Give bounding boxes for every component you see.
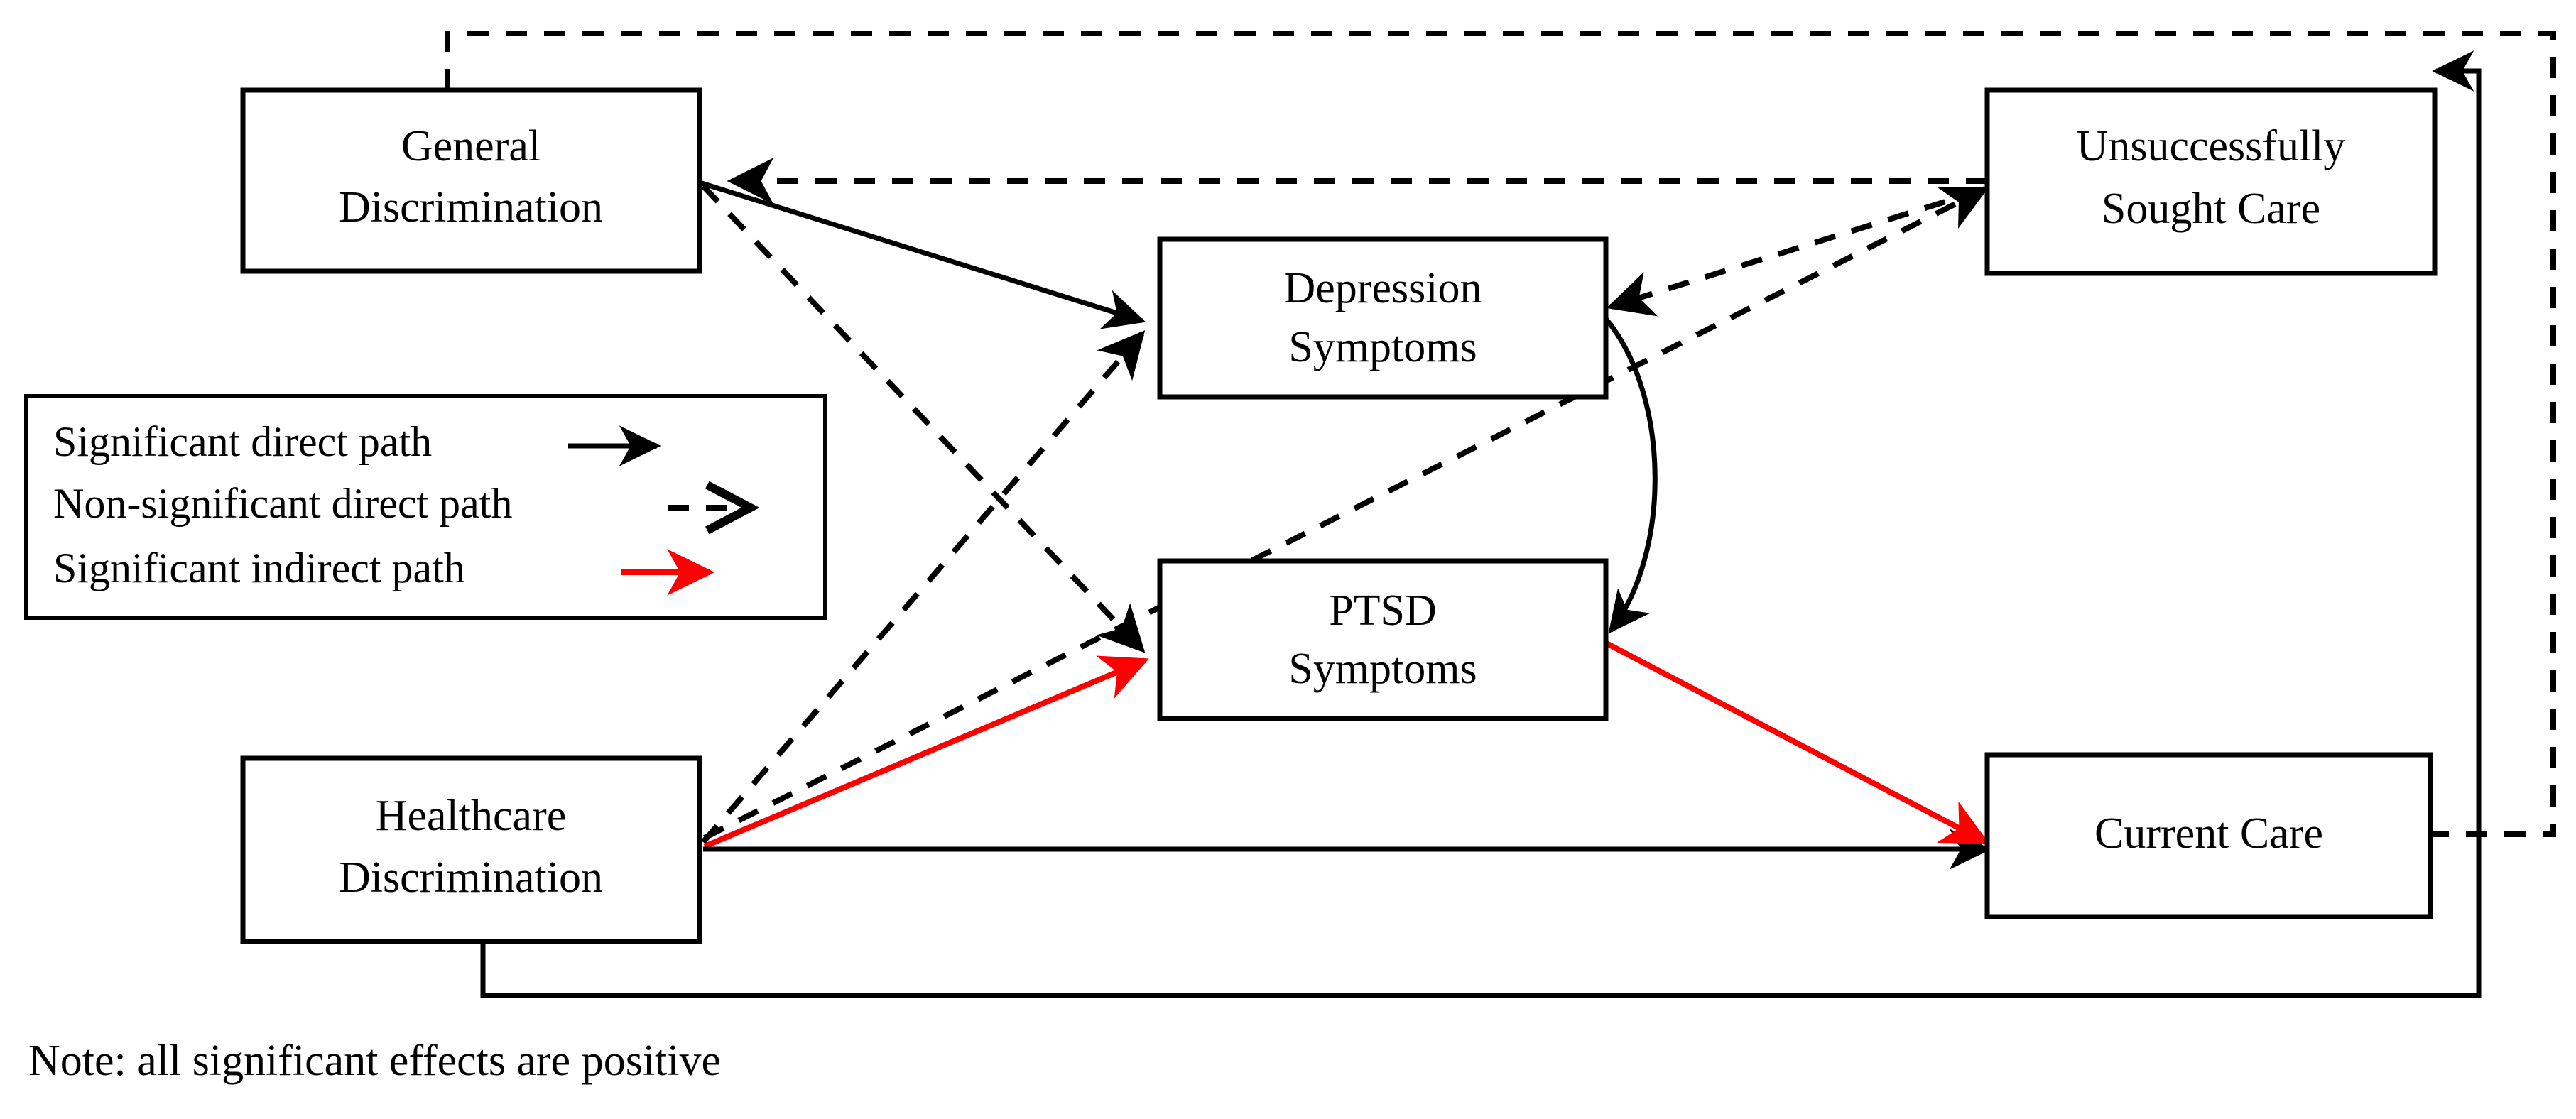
edge-general-discrimination-to-ptsd-symptoms bbox=[701, 184, 1146, 653]
legend-label-significant-direct-path: Significant direct path bbox=[53, 418, 432, 465]
node-current-care[interactable]: Current Care bbox=[1984, 752, 2433, 919]
legend: Significant direct path Non-significant … bbox=[24, 394, 827, 620]
node-label-healthcare-discrimination-line2: Discrimination bbox=[339, 853, 603, 902]
node-ptsd-symptoms[interactable]: PTSD Symptoms bbox=[1157, 558, 1609, 721]
node-box-depression-symptoms bbox=[1157, 236, 1609, 400]
node-label-unsuccessfully-sought-care-line2: Sought Care bbox=[2102, 185, 2320, 233]
node-box-current-care bbox=[1984, 752, 2433, 919]
node-healthcare-discrimination[interactable]: Healthcare Discrimination bbox=[240, 755, 702, 944]
edge-general-discrimination-to-depression-symptoms bbox=[700, 180, 1146, 329]
node-label-general-discrimination-line1: General bbox=[401, 122, 540, 170]
node-label-ptsd-symptoms-line1: PTSD bbox=[1329, 586, 1437, 635]
edge-general-discrimination-to-unsuccessfully-sought-care bbox=[445, 31, 2556, 858]
node-box-ptsd-symptoms bbox=[1157, 558, 1609, 721]
node-unsuccessfully-sought-care[interactable]: Unsuccessfully Sought Care bbox=[1984, 87, 2438, 276]
legend-label-non-significant-direct-path: Non-significant direct path bbox=[53, 480, 512, 527]
legend-item-non-significant-direct-path: Non-significant direct path bbox=[53, 480, 749, 527]
node-box-unsuccessfully-sought-care bbox=[1984, 87, 2438, 276]
node-general-discrimination[interactable]: General Discrimination bbox=[240, 87, 702, 274]
edge-depression-ptsd-bidirectional bbox=[1567, 277, 1658, 634]
figure-note: Note: all significant effects are positi… bbox=[28, 1037, 721, 1085]
edge-ptsd-symptoms-to-current-care bbox=[1604, 640, 1990, 845]
node-label-current-care-line1: Current Care bbox=[2094, 809, 2323, 858]
legend-label-significant-indirect-path: Significant indirect path bbox=[53, 545, 465, 591]
node-box-general-discrimination bbox=[240, 87, 702, 274]
node-label-general-discrimination-line2: Discrimination bbox=[339, 183, 603, 231]
legend-item-significant-indirect-path: Significant indirect path bbox=[53, 545, 715, 596]
node-label-depression-symptoms-line1: Depression bbox=[1284, 264, 1482, 312]
edge-unsuccessfully-sought-care-to-depression-symptoms bbox=[1606, 187, 1983, 317]
edge-healthcare-discrimination-to-ptsd-symptoms bbox=[703, 655, 1149, 849]
node-label-unsuccessfully-sought-care-line1: Unsuccessfully bbox=[2077, 122, 2346, 170]
node-label-healthcare-discrimination-line1: Healthcare bbox=[376, 792, 566, 840]
legend-item-significant-direct-path: Significant direct path bbox=[53, 418, 661, 466]
node-depression-symptoms[interactable]: Depression Symptoms bbox=[1157, 236, 1609, 400]
edge-healthcare-discrimination-to-unsuccessfully-sought-care bbox=[703, 186, 1989, 841]
edge-current-care-to-unsuccessfully-sought-care bbox=[480, 50, 2482, 998]
node-label-depression-symptoms-line2: Symptoms bbox=[1288, 323, 1477, 371]
node-label-ptsd-symptoms-line2: Symptoms bbox=[1288, 645, 1477, 693]
node-box-healthcare-discrimination bbox=[240, 755, 702, 944]
